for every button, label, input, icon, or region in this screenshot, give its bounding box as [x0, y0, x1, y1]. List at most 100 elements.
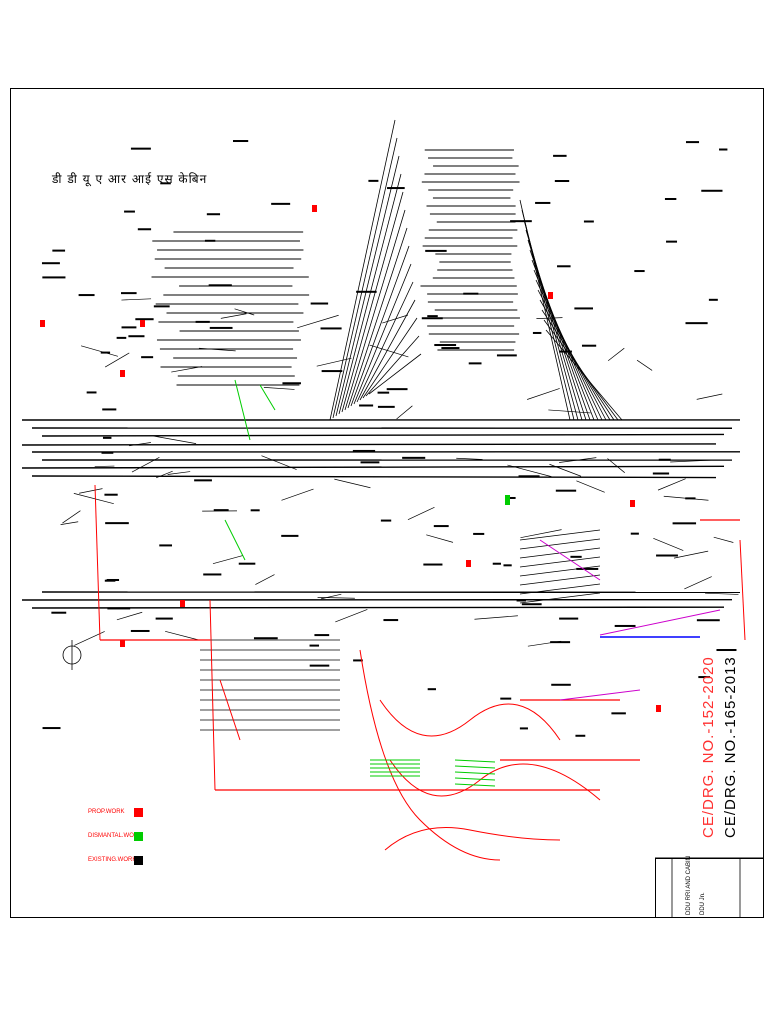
- label-mark: [570, 555, 582, 558]
- title-block-line-2: DDU Jn.: [700, 892, 706, 915]
- crossover: [657, 478, 686, 491]
- proposed-curve: [359, 649, 501, 861]
- legend-item-existing: EXISTING.WORK: [88, 848, 148, 872]
- label-mark: [194, 479, 212, 482]
- label-mark: [386, 388, 408, 391]
- label-mark: [535, 201, 551, 204]
- label-mark: [506, 496, 516, 499]
- label-mark: [510, 220, 532, 223]
- main-line: [31, 606, 725, 609]
- drawing-frame: [10, 88, 764, 918]
- label-mark: [557, 265, 571, 268]
- label-mark: [553, 154, 567, 157]
- crossover: [255, 574, 275, 585]
- label-mark: [102, 408, 117, 411]
- label-mark: [78, 294, 95, 297]
- crossover: [673, 550, 709, 559]
- special-line: [539, 539, 601, 581]
- crossover: [121, 298, 152, 301]
- label-mark: [423, 563, 443, 566]
- crossover: [426, 534, 454, 543]
- label-mark: [107, 607, 131, 610]
- legend-label: EXISTING.WORK: [88, 857, 137, 863]
- label-mark: [634, 270, 645, 273]
- crossover: [153, 435, 197, 444]
- crossover: [456, 457, 483, 460]
- label-mark: [159, 544, 173, 547]
- label-mark: [135, 318, 154, 321]
- title-block-line-1: DDU RRI AND CABIN: [686, 855, 692, 915]
- label-mark: [42, 727, 61, 730]
- proposed-marker: [548, 292, 553, 299]
- drawing-number-proposed: CE/DRG. NO.-152-2020: [700, 656, 717, 838]
- crossover: [212, 555, 243, 565]
- proposed-line: [209, 599, 216, 791]
- crossover: [165, 630, 199, 641]
- crossover: [167, 471, 191, 475]
- crossover: [263, 387, 295, 390]
- label-mark: [492, 562, 501, 565]
- label-mark: [434, 344, 457, 347]
- crossover: [696, 393, 723, 400]
- crossover: [261, 455, 297, 470]
- crossover: [329, 119, 396, 421]
- label-mark: [658, 458, 671, 461]
- crossover: [338, 173, 402, 415]
- dismantle-line: [454, 765, 496, 769]
- legend-item-proposed: PROP.WORK: [88, 800, 148, 824]
- label-mark: [425, 249, 447, 252]
- crossover: [541, 309, 615, 421]
- crossover: [545, 329, 623, 421]
- proposed-curve: [384, 827, 561, 851]
- crossover: [356, 281, 414, 403]
- proposed-marker: [120, 370, 125, 377]
- proposed-marker: [312, 205, 317, 212]
- proposed-curve: [389, 759, 601, 801]
- yard-line: [519, 529, 601, 541]
- dismantle-line: [234, 379, 251, 441]
- crossover: [73, 493, 114, 504]
- crossover: [520, 529, 562, 539]
- crossover: [350, 245, 410, 407]
- label-mark: [518, 475, 540, 478]
- label-mark: [630, 532, 639, 535]
- label-mark: [551, 683, 571, 686]
- legend-label: PROP.WORK: [88, 809, 125, 815]
- label-mark: [309, 644, 320, 647]
- label-mark: [611, 712, 626, 715]
- legend-label: DISMANTAL.WORK: [88, 833, 143, 839]
- label-mark: [402, 456, 426, 459]
- proposed-marker: [630, 500, 635, 507]
- proposed-marker: [120, 640, 125, 647]
- label-mark: [575, 734, 586, 737]
- crossover: [317, 597, 355, 599]
- label-mark: [282, 382, 301, 385]
- crossover: [607, 347, 625, 361]
- proposed-curve: [379, 699, 561, 741]
- label-mark: [441, 347, 460, 350]
- label-mark: [124, 210, 135, 213]
- label-mark: [555, 489, 577, 492]
- label-mark: [685, 141, 700, 144]
- crossover: [365, 335, 420, 397]
- proposed-marker: [466, 560, 471, 567]
- label-mark: [121, 326, 137, 329]
- label-mark: [716, 649, 737, 652]
- label-mark: [685, 497, 696, 500]
- label-mark: [359, 404, 374, 407]
- dismantle-line: [454, 783, 496, 787]
- label-mark: [137, 228, 152, 231]
- crossover: [353, 263, 412, 405]
- crossover: [341, 191, 404, 413]
- label-mark: [574, 307, 593, 310]
- label-mark: [696, 619, 720, 622]
- label-mark: [52, 249, 66, 252]
- crossover: [79, 488, 103, 494]
- crossover: [80, 345, 119, 357]
- label-mark: [356, 290, 377, 293]
- label-mark: [468, 362, 482, 365]
- label-mark: [250, 509, 260, 512]
- crossover: [220, 313, 247, 319]
- crossover: [362, 317, 418, 399]
- crossover: [705, 592, 739, 595]
